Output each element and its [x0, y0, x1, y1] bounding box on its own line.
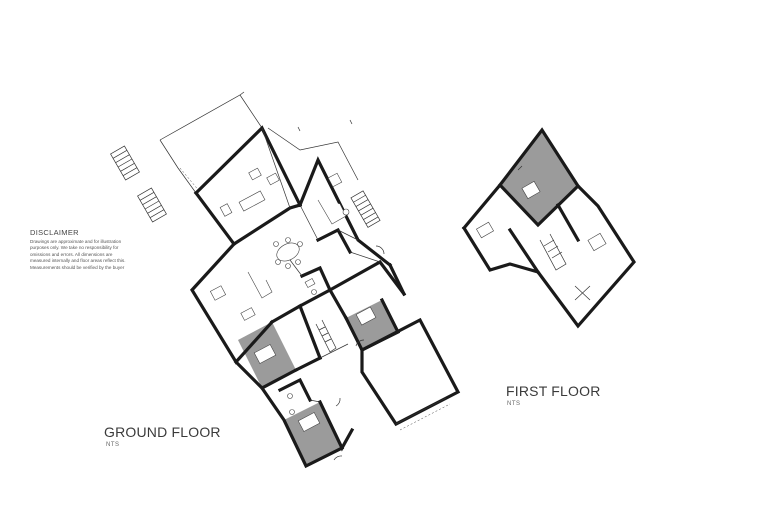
first-floor-scale: NTS	[507, 401, 521, 407]
outdoor-deck-outline	[159, 91, 359, 194]
first-floor-walls	[461, 127, 636, 329]
shaded-bedroom-3	[346, 300, 398, 350]
ground-floor-title: GROUND FLOOR	[104, 424, 221, 440]
first-floor-title: FIRST FLOOR	[506, 383, 601, 399]
ground-floor-furniture	[209, 167, 385, 461]
first-floor-furniture	[476, 165, 607, 301]
outdoor-steps	[110, 145, 381, 228]
disclaimer-body: Drawings are approximate and for illustr…	[30, 239, 126, 270]
disclaimer-heading: DISCLAIMER	[30, 228, 79, 237]
disclaimer: DISCLAIMER Drawings are approximate and …	[30, 228, 130, 271]
shaded-room-first-floor	[500, 130, 578, 225]
ground-floor-scale: NTS	[106, 442, 120, 448]
ground-floor-walls	[190, 125, 461, 469]
first-floor-plan	[461, 127, 636, 329]
interior-partitions	[261, 127, 451, 431]
ground-floor-plan	[110, 91, 461, 469]
